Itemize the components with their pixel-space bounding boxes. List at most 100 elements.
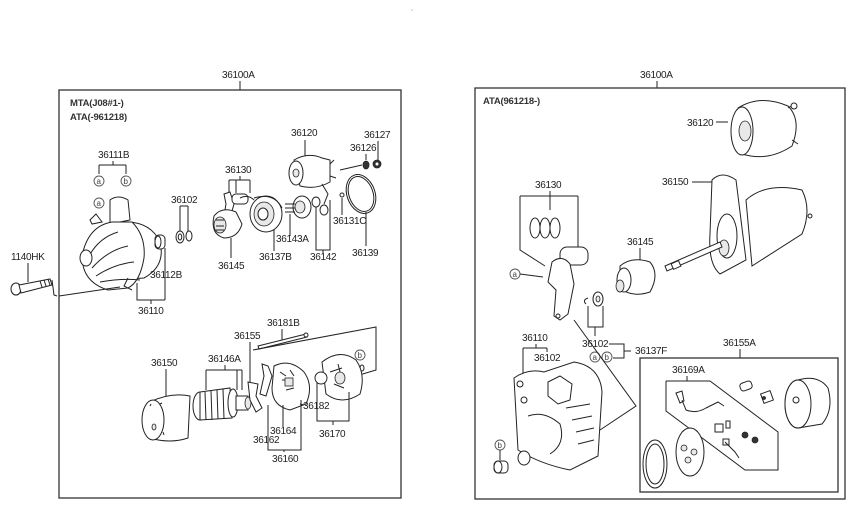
label-36100A-left[interactable]: 36100A [222, 70, 256, 81]
label-36131C[interactable]: 36131C [333, 216, 367, 227]
label-36145-right[interactable]: 36145 [627, 237, 654, 248]
label-36102-housing[interactable]: 36102 [534, 353, 561, 364]
armature-part[interactable] [192, 387, 252, 421]
svg-text:a: a [97, 199, 102, 208]
label-36127[interactable]: 36127 [364, 130, 391, 141]
leader-line [519, 273, 544, 278]
nut-part[interactable] [372, 159, 382, 169]
rear-cover-part[interactable] [314, 354, 363, 401]
brush-holder-part[interactable] [271, 362, 310, 411]
callout-a: a [93, 197, 105, 209]
leader-line [136, 283, 165, 304]
label-36181B[interactable]: 36181B [267, 318, 301, 329]
assembly-bracket-line [252, 326, 377, 377]
bushing-part[interactable] [493, 460, 509, 474]
svg-text:a: a [97, 177, 102, 186]
leader-line [339, 164, 363, 171]
pinion-part[interactable] [615, 259, 656, 295]
leader-line [205, 365, 243, 390]
pinion-part[interactable] [212, 209, 243, 239]
label-36160[interactable]: 36160 [272, 454, 299, 465]
callout-b: b [601, 351, 613, 363]
front-housing-part[interactable] [79, 196, 162, 291]
callout-b: b [494, 439, 506, 451]
assembly-bracket-line [573, 319, 637, 431]
bolt-part[interactable] [10, 278, 58, 297]
label-36126[interactable]: 36126 [350, 143, 377, 154]
gasket-part[interactable] [341, 170, 381, 217]
label-36130-left[interactable]: 36130 [225, 165, 252, 176]
through-bolt-part[interactable] [257, 332, 309, 350]
gear-housing-part[interactable] [249, 195, 283, 233]
label-36164[interactable]: 36164 [270, 426, 297, 437]
label-36102-right[interactable]: 36102 [582, 339, 609, 350]
leader-line [179, 205, 189, 232]
svg-text:b: b [605, 353, 610, 362]
shift-lever-part[interactable] [547, 246, 589, 321]
label-36137F[interactable]: 36137F [635, 346, 668, 357]
leader-line [228, 176, 251, 193]
label-36130-right[interactable]: 36130 [535, 180, 562, 191]
rear-cover-part[interactable] [784, 377, 831, 429]
stray-dot [411, 9, 413, 11]
label-36155[interactable]: 36155 [234, 331, 261, 342]
label-36110-right[interactable]: 36110 [522, 333, 549, 344]
washer-part[interactable] [583, 291, 604, 307]
svg-text:b: b [124, 177, 129, 186]
label-36150-left[interactable]: 36150 [151, 358, 178, 369]
armature-shaft-part[interactable] [664, 241, 723, 272]
leader-line [522, 344, 548, 395]
label-36139[interactable]: 36139 [352, 248, 379, 259]
label-36170[interactable]: 36170 [319, 429, 346, 440]
pin-part[interactable] [339, 192, 345, 198]
callout-a: a [93, 175, 105, 187]
brush-kit-frame [639, 357, 839, 493]
leader-line [267, 400, 302, 452]
solenoid-part[interactable] [288, 154, 337, 205]
washer-part[interactable] [362, 160, 370, 170]
right-assembly-panel: 36100A ATA(961218-) 36120 36150 36130 [474, 70, 846, 500]
left-panel-frame [58, 89, 402, 499]
brush-holder-part[interactable] [642, 427, 705, 489]
brush-part[interactable] [739, 380, 775, 405]
gear-part[interactable] [285, 195, 312, 219]
label-36155A[interactable]: 36155A [723, 338, 757, 349]
label-36150-right[interactable]: 36150 [662, 177, 689, 188]
svg-text:a: a [593, 353, 598, 362]
label-36111B[interactable]: 36111B [98, 150, 130, 161]
yoke-part[interactable] [709, 174, 813, 275]
leader-line [316, 383, 350, 425]
leader-line [315, 200, 331, 254]
label-36102-left[interactable]: 36102 [171, 195, 198, 206]
label-36120-right[interactable]: 36120 [687, 118, 714, 129]
note-ata: ATA(-961218) [70, 112, 127, 123]
label-36100A-right[interactable]: 36100A [640, 70, 674, 81]
front-housing-part[interactable] [513, 361, 603, 471]
label-36110-left[interactable]: 36110 [138, 306, 165, 317]
label-36142[interactable]: 36142 [310, 252, 337, 263]
label-36120-left[interactable]: 36120 [291, 128, 318, 139]
washer-part[interactable] [175, 230, 193, 244]
brush-plate-part[interactable] [247, 363, 273, 413]
label-36169A[interactable]: 36169A [672, 365, 706, 376]
callout-a: a [589, 351, 601, 363]
label-1140HK[interactable]: 1140HK [11, 252, 46, 263]
callout-b: b [354, 349, 366, 361]
label-36162[interactable]: 36162 [253, 435, 280, 446]
spring-part[interactable] [529, 217, 561, 239]
svg-text:a: a [513, 270, 518, 279]
bushing-part[interactable] [154, 234, 166, 250]
label-36145-left[interactable]: 36145 [218, 261, 245, 272]
note-mta: MTA(J08#1-) [70, 98, 124, 109]
solenoid-part[interactable] [730, 100, 799, 158]
leader-line [665, 376, 779, 471]
yoke-part[interactable] [141, 394, 191, 442]
brush-lead-part[interactable] [675, 390, 759, 459]
label-36143A[interactable]: 36143A [276, 234, 310, 245]
label-36137B[interactable]: 36137B [259, 252, 293, 263]
label-36112B[interactable]: 36112B [150, 270, 183, 281]
callout-b: b [120, 175, 132, 187]
leader-line [58, 286, 121, 297]
label-36146A[interactable]: 36146A [208, 354, 242, 365]
